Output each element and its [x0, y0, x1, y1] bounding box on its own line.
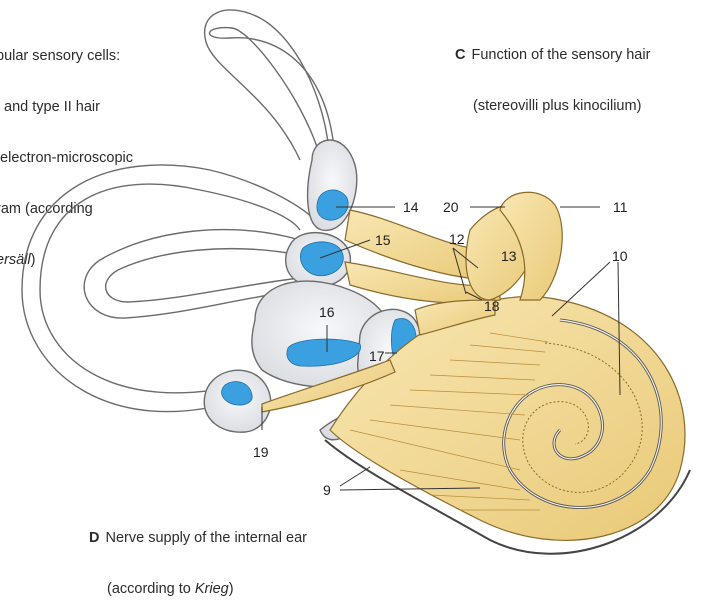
label-10: 10	[612, 248, 628, 264]
label-9: 9	[323, 482, 331, 498]
label-17: 17	[369, 348, 385, 364]
label-16: 16	[319, 304, 335, 320]
label-15: 15	[375, 232, 391, 248]
label-20: 20	[443, 199, 459, 215]
caption-d-close: )	[229, 581, 234, 597]
label-14: 14	[403, 199, 419, 215]
label-11: 11	[613, 199, 628, 215]
label-12: 12	[449, 231, 465, 247]
inner-ear-illustration: 14 15 20 11 12 13 10 16 17 18 19 9	[0, 0, 711, 568]
caption-d-paren: (according to	[107, 581, 195, 597]
label-19: 19	[253, 444, 269, 460]
label-13: 13	[501, 248, 517, 264]
label-18: 18	[484, 298, 500, 314]
caption-d-author: Krieg	[195, 581, 229, 597]
caption-d-line-2: (according to Krieg)	[89, 581, 307, 598]
